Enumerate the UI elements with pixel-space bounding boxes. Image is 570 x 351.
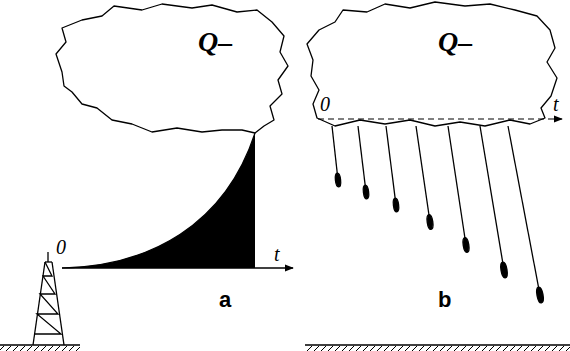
ground-a [0, 345, 80, 351]
tower-symbol [33, 252, 64, 345]
panel-letter: a [219, 289, 231, 311]
time-axis-dashed [318, 118, 562, 119]
charge-cloud: Q– [52, 2, 292, 138]
axis-label: t [274, 244, 280, 264]
leader-curve [62, 133, 255, 268]
charge-symbol: Q– [438, 28, 472, 56]
leader-area [62, 133, 255, 268]
axis-label: 0 [320, 94, 330, 114]
charge-cloud: Q– [305, 0, 560, 135]
charge-symbol: Q– [198, 28, 232, 56]
axis-label: t [553, 94, 559, 114]
cloud-outline-path [56, 4, 288, 133]
cloud-outline [52, 2, 292, 138]
cloud-outline-path [307, 2, 557, 126]
axis-label: 0 [56, 237, 66, 257]
charge-streaks [332, 126, 544, 303]
ground-b [305, 345, 570, 351]
cloud-outline [305, 0, 560, 135]
panel-letter: b [438, 289, 451, 311]
